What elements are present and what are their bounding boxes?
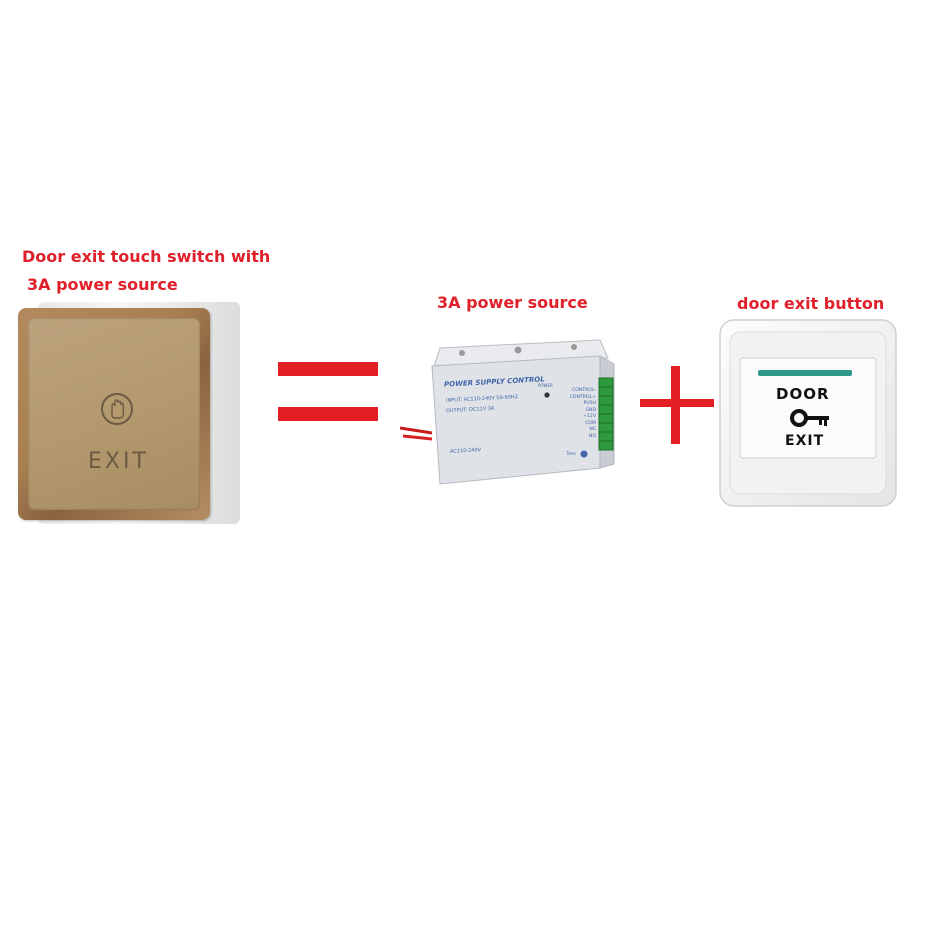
power-source-caption: 3A power source [437, 293, 588, 312]
time-knob [580, 450, 588, 458]
power-led [544, 392, 550, 398]
key-icon [790, 409, 829, 427]
power-supply-image: POWER SUPPLY CONTROL INPUT: AC110-240V 5… [399, 336, 620, 486]
hand-icon [101, 393, 133, 425]
terminal-label: +12V [583, 414, 596, 419]
terminal-label: CONTROL+ [569, 394, 596, 400]
power-supply-drawing [399, 339, 615, 485]
terminal-label: NC [589, 427, 596, 432]
door-exit-button-drawing [719, 319, 897, 507]
exit-button-indicator-strip [758, 370, 852, 376]
touch-switch-face: EXIT [18, 308, 210, 520]
door-exit-button-image: DOOR EXIT [718, 318, 898, 510]
terminal-label: COM [585, 420, 596, 426]
terminal-label: NO [588, 433, 596, 439]
terminal-label: PUSH [583, 401, 596, 406]
terminal-label: GND [585, 407, 596, 413]
touch-switch-caption-line1: Door exit touch switch with [22, 247, 271, 266]
plus-sign-vertical [671, 366, 680, 444]
door-exit-button-caption: door exit button [737, 294, 885, 313]
equals-sign-bottom-bar [278, 407, 378, 421]
time-knob-label: Time [566, 451, 576, 456]
touch-switch-exit-label: EXIT [88, 449, 149, 474]
terminal-label: CONTROL- [571, 388, 596, 393]
touch-switch-image: EXIT [18, 302, 240, 524]
touch-switch-caption-line2: 3A power source [27, 275, 178, 294]
equals-sign-top-bar [278, 362, 378, 376]
exit-button-push-plate [739, 357, 877, 459]
touch-switch-panel: EXIT [28, 318, 200, 510]
exit-button-exit-label: EXIT [785, 433, 825, 449]
exit-button-door-label: DOOR [776, 385, 830, 403]
terminal-labels: CONTROL- CONTROL+ PUSH GND +12V COM NC N… [564, 388, 596, 440]
power-led-label: POWER [538, 383, 553, 388]
